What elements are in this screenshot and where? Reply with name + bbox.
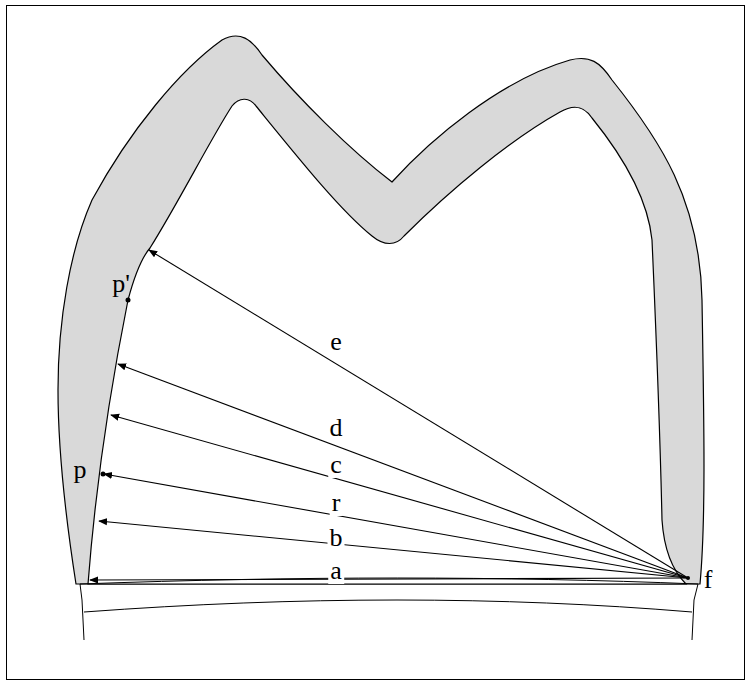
ray-c [111, 415, 688, 578]
ray-b [99, 521, 688, 578]
point-label: p' [110, 271, 132, 297]
point-label: f [702, 567, 715, 593]
point-label: r [330, 490, 343, 516]
root-side-left [80, 584, 84, 640]
root-line [84, 600, 692, 612]
point-label: e [328, 329, 344, 355]
ray-arrows [90, 250, 688, 580]
ray-r [104, 474, 688, 578]
point-p-prime [126, 298, 131, 303]
root-side-right [692, 584, 698, 640]
point-label: c [328, 452, 344, 478]
frame [7, 6, 745, 680]
ray-a [90, 578, 688, 580]
point-f [686, 576, 690, 580]
crown-base-line [80, 578, 698, 584]
point-label: d [328, 415, 345, 441]
tooth-inner [88, 99, 686, 584]
point-label: a [328, 558, 344, 584]
ray-d [118, 364, 688, 578]
point-p [101, 472, 106, 477]
point-label: b [328, 525, 345, 551]
tooth-outer [58, 36, 704, 584]
ray-e [149, 250, 688, 578]
point-label: p [72, 457, 89, 483]
